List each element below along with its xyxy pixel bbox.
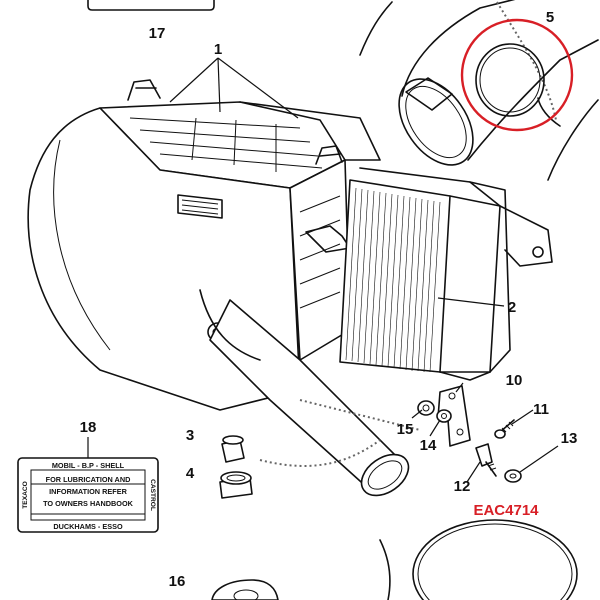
label-line2: INFORMATION REFER	[49, 487, 127, 496]
label-top-text: MOBIL - B.P - SHELL	[52, 461, 125, 470]
leader-lines	[87, 57, 559, 483]
part-3-grommet	[221, 435, 245, 463]
callout-3: 3	[186, 427, 194, 444]
callout-16: 16	[169, 573, 186, 590]
large-o-ring	[412, 519, 578, 600]
part-5-seal-ring	[460, 18, 574, 132]
part-15-nut	[417, 400, 435, 416]
callout-13: 13	[561, 430, 578, 447]
part-18-lubrication-label: MOBIL - B.P - SHELL FOR LUBRICATION AND …	[17, 457, 159, 533]
part-4-bush	[219, 471, 253, 499]
callout-11: 11	[533, 401, 549, 418]
part-2-filter-element	[339, 167, 553, 381]
part-12-bolt	[475, 443, 497, 477]
label-right-text: CASTROL	[149, 479, 156, 511]
callout-15: 15	[397, 421, 414, 438]
callout-12: 12	[454, 478, 471, 495]
part-16-clip	[211, 579, 279, 600]
callout-14: 14	[420, 437, 437, 454]
callout-18: 18	[80, 419, 97, 436]
callout-numbers: 1 2 3 4 5 10 11 12 13 14 15 16 17 18	[80, 9, 578, 590]
label-left-text: TEXACO	[22, 481, 29, 508]
part-11-screw	[494, 419, 515, 439]
label-line3: TO OWNERS HANDBOOK	[43, 499, 134, 508]
part-14-washer	[436, 409, 452, 423]
label-line1: FOR LUBRICATION AND	[46, 475, 131, 484]
callout-17: 17	[149, 25, 166, 42]
reference-code: EAC4714	[473, 502, 539, 519]
intake-elbow-hose	[359, 0, 599, 181]
callout-4: 4	[186, 465, 195, 482]
part-1-air-cleaner-housing	[27, 79, 381, 411]
callout-5: 5	[546, 9, 554, 26]
part-17-label-plate	[87, 0, 215, 11]
part-13-washer	[504, 469, 522, 483]
callout-2: 2	[508, 299, 516, 316]
outlet-pipe	[199, 289, 421, 600]
callout-10: 10	[506, 372, 523, 389]
label-bottom-text: DUCKHAMS - ESSO	[53, 522, 123, 531]
callout-1: 1	[214, 41, 222, 58]
